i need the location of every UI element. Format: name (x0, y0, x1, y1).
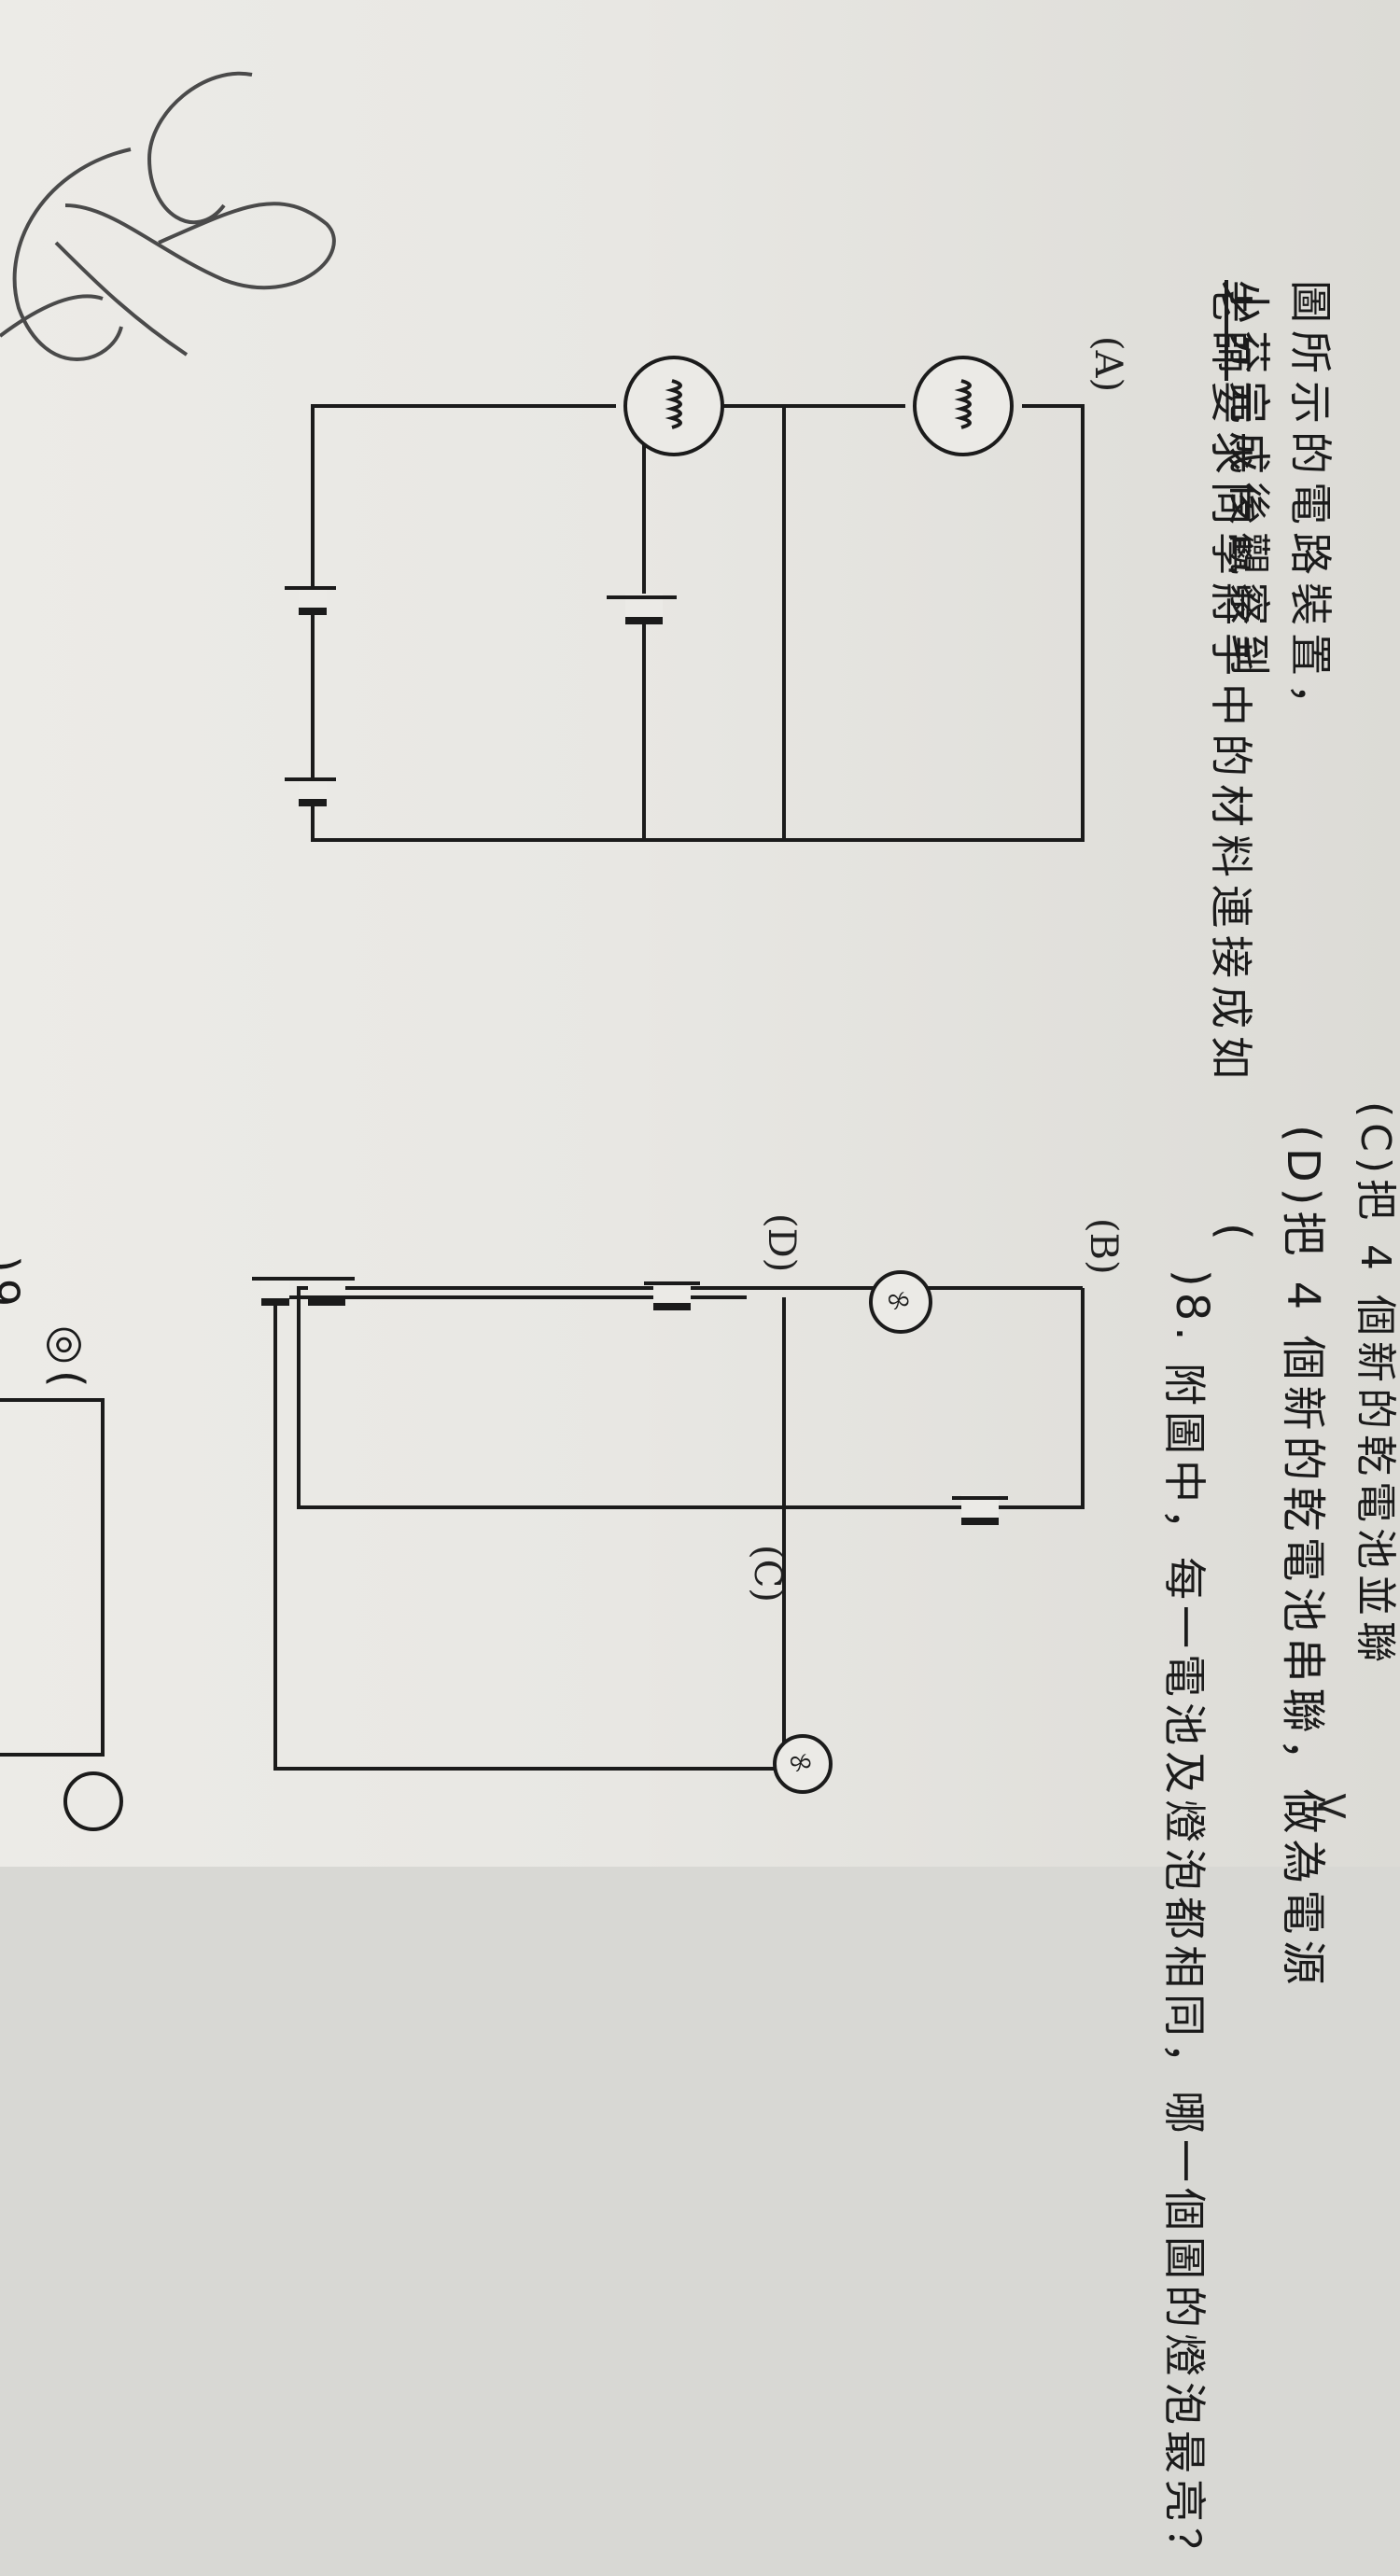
circuit-diagrams: ୫ (0, 71, 1085, 1831)
q9-line2-post: 完成後觀察到 (1224, 381, 1274, 683)
q9-line2-pre: 圖所示的電路裝置， (1285, 280, 1336, 734)
circuit-b: ୫ (297, 1270, 1085, 1525)
q9-line2-wrap: 圖所示的電路裝置，小芬完成後觀察到 (1221, 280, 1344, 734)
q9-name-underlined: 小芬 (1224, 280, 1274, 381)
circuit-c (285, 356, 786, 842)
circuit-d: ୫ (252, 1276, 833, 1794)
svg-text:୫: ୫ (782, 1753, 819, 1772)
rotated-page: (C)把 4 個新的乾電池並聯 (D)把 4 個新的乾電池串聯，做為電源 ( )… (0, 71, 1399, 2576)
pencil-scribbles (0, 71, 336, 361)
svg-text:୫: ୫ (880, 1291, 917, 1310)
voltmeter-label: V (1309, 1793, 1352, 1819)
q9-meter-circuit (0, 1398, 123, 1831)
